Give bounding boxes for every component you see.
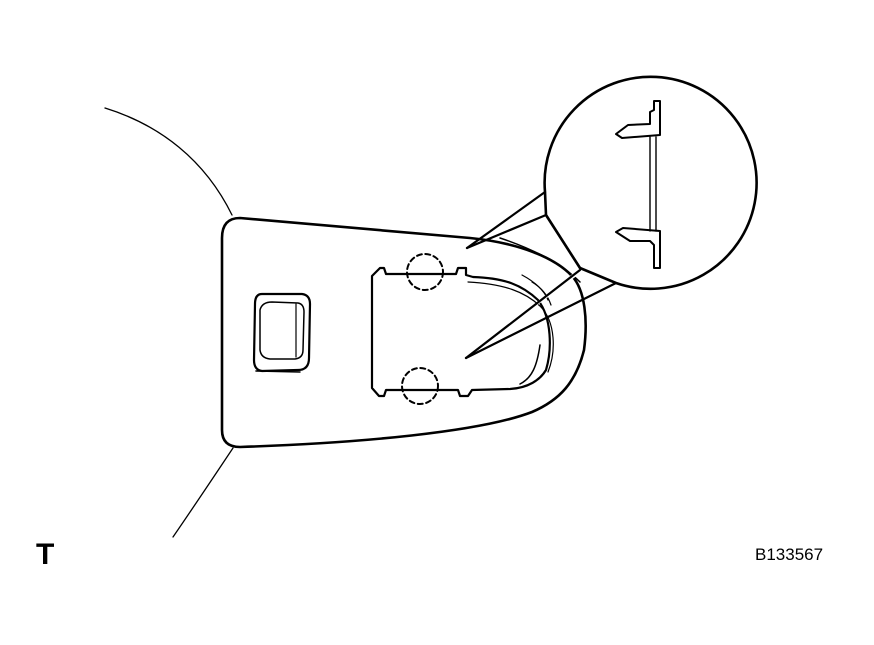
- slide-knob: [252, 292, 312, 373]
- figure-id-label: B133567: [755, 545, 824, 564]
- opening-outline: [370, 266, 551, 398]
- cover-outline: [220, 216, 587, 449]
- claw-upper-marker: [406, 253, 444, 291]
- claw-detail-upper: [615, 100, 661, 139]
- detail-magnifier: [543, 75, 758, 291]
- claw-lower-marker: [401, 367, 439, 405]
- claw-detail-lower: [615, 227, 661, 269]
- corner-letter-label: T: [36, 538, 55, 571]
- body-outline-upper: [104, 107, 233, 216]
- opening-inner-line: [467, 281, 554, 373]
- body-outline-lower: [172, 447, 234, 538]
- panel-edge-curve-3: [531, 281, 552, 306]
- panel-inner-curve: [519, 344, 541, 385]
